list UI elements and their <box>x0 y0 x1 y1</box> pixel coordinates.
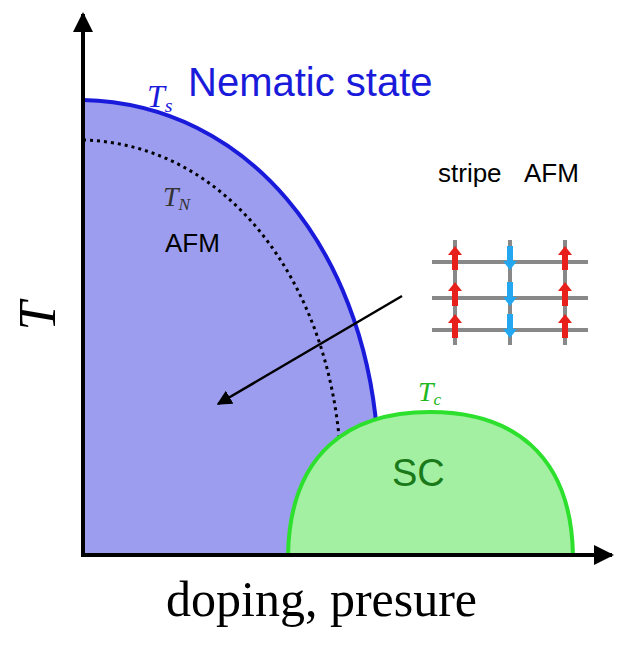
region-name: AFM <box>165 230 220 256</box>
lattice-line <box>563 240 567 345</box>
sc-dome <box>288 412 573 555</box>
spin-arrowhead <box>503 297 517 306</box>
spin-arrowhead <box>448 314 462 323</box>
tc-label: Tc <box>418 378 441 409</box>
t-axis <box>81 14 85 557</box>
sc-dome-node: TcSC <box>290 370 573 555</box>
spin-arrow <box>452 322 458 338</box>
spin-arrow <box>507 246 513 262</box>
spin-arrowhead <box>558 282 572 291</box>
spin-arrow <box>562 322 568 338</box>
tn-boundary <box>83 140 340 448</box>
spin-arrow <box>562 254 568 270</box>
spin-arrow <box>452 254 458 270</box>
region-title: Nematic state <box>188 62 433 102</box>
ts-label: Ts <box>147 80 173 116</box>
spin-arrow <box>507 314 513 330</box>
spin-arrow <box>562 290 568 306</box>
axis-label: T <box>12 302 64 331</box>
dome-label: SC <box>392 454 445 492</box>
spin-arrowhead <box>503 329 517 338</box>
ts-boundary <box>83 100 377 432</box>
nematic-region-node: Ts Nematic stateTN AFM <box>83 40 603 270</box>
tn-label: TN <box>163 183 190 214</box>
stripe-afm-lattice <box>432 240 588 345</box>
doping-axis <box>81 553 612 557</box>
axis-label: doping, presure <box>166 574 477 624</box>
lattice-line <box>453 240 457 345</box>
spin-arrowhead <box>558 246 572 255</box>
pointer-arrow <box>218 296 402 404</box>
spin-arrowhead <box>558 314 572 323</box>
inset-label: stripe <box>438 160 502 186</box>
spin-arrowhead <box>503 261 517 270</box>
spin-arrowhead <box>448 246 462 255</box>
spin-arrowhead <box>448 282 462 291</box>
spin-arrow <box>452 290 458 306</box>
inset-label: AFM <box>524 160 579 186</box>
spin-arrow <box>507 282 513 298</box>
